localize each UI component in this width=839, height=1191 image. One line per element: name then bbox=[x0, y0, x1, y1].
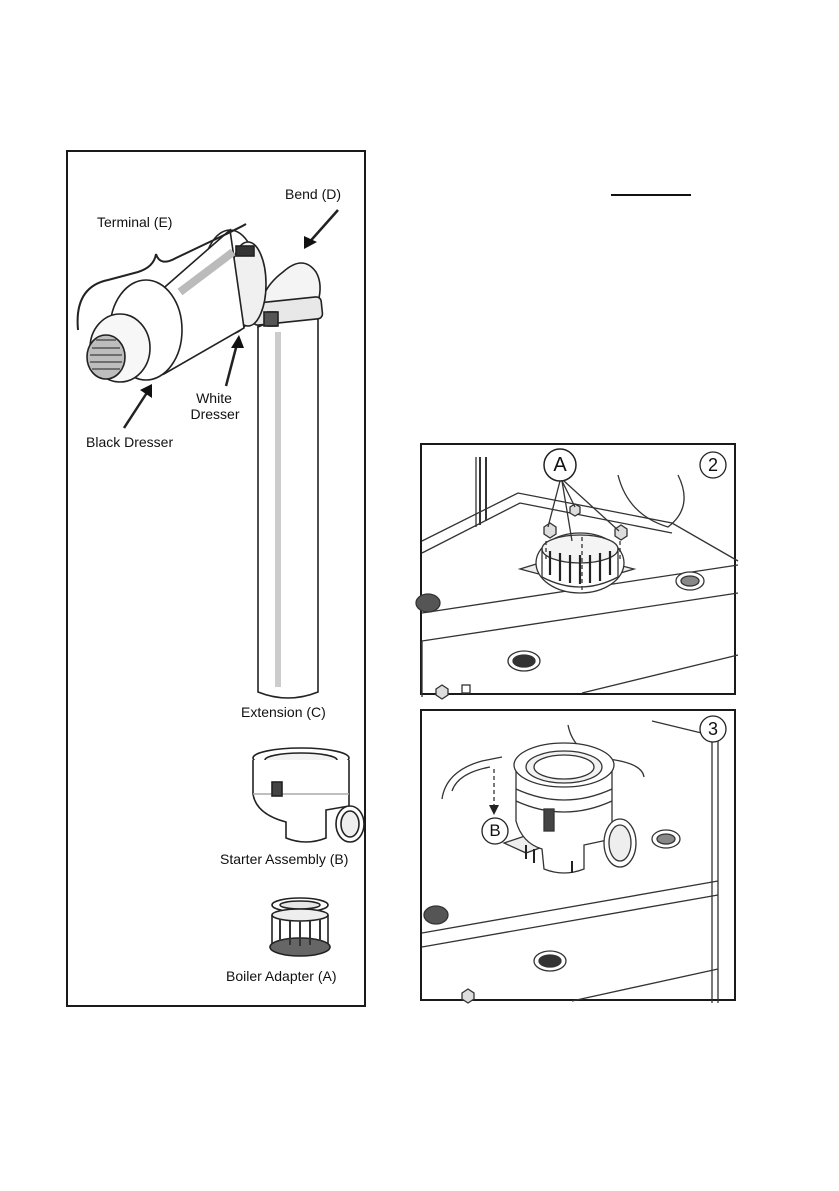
figure-3-number: 3 bbox=[700, 718, 726, 740]
terminal-grille bbox=[87, 335, 125, 379]
figure-2-drawing bbox=[422, 445, 738, 697]
boiler-adapter-drawing bbox=[270, 898, 330, 956]
starter-assembly-label: Starter Assembly (B) bbox=[220, 851, 348, 867]
figure-2-number: 2 bbox=[700, 454, 726, 476]
callout-b-label: B bbox=[482, 820, 508, 842]
white-dresser-label-line2: Dresser bbox=[190, 406, 240, 422]
heading-underline bbox=[611, 194, 691, 196]
flue-components-drawing bbox=[68, 152, 368, 1009]
starter-assembly-drawing bbox=[253, 748, 364, 842]
callout-a-label: A bbox=[544, 453, 576, 477]
figure-3-drawing bbox=[422, 711, 738, 1003]
black-dresser-label: Black Dresser bbox=[86, 434, 173, 450]
boiler-adapter-label: Boiler Adapter (A) bbox=[226, 968, 337, 984]
figure-3-panel: B 3 bbox=[420, 709, 736, 1001]
flue-components-panel: Terminal (E) Bend (D) White Dresser Blac… bbox=[66, 150, 366, 1007]
white-dresser-label-line1: White bbox=[196, 390, 232, 406]
terminal-label: Terminal (E) bbox=[97, 214, 172, 230]
bend-label: Bend (D) bbox=[285, 186, 341, 202]
extension-tube bbox=[258, 302, 318, 698]
figure-2-panel: A 2 bbox=[420, 443, 736, 695]
extension-label: Extension (C) bbox=[241, 704, 326, 720]
